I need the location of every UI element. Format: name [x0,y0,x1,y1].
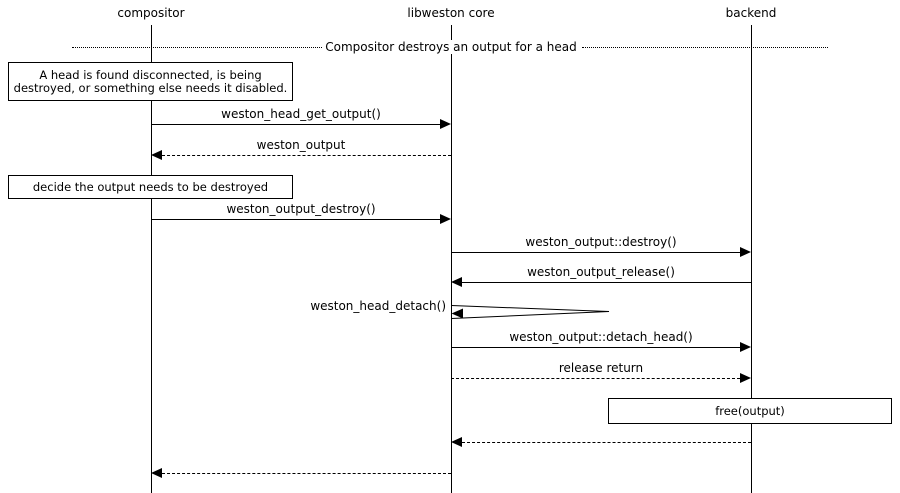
arrowhead-left-libweston-return [151,468,162,478]
message-line-weston-output-release [462,282,751,283]
message-line-weston-head-get-output [151,124,440,125]
participant-label-compositor: compositor [117,6,185,20]
lifeline-libweston-core [451,25,452,493]
message-line-weston-output-destroy-vfunc [451,252,740,253]
message-line-libweston-return [162,473,451,474]
section-divider-line-left [72,47,322,48]
message-line-release-return [451,378,740,379]
message-label-weston-output-detach-head: weston_output::detach_head() [507,330,695,344]
arrowhead-right-weston-output-destroy-vfunc [740,247,751,257]
arrowhead-left-backend-return [451,437,462,447]
arrowhead-left-weston-output-return [151,150,162,160]
message-line-backend-return [462,442,751,443]
participant-label-libweston-core: libweston core [407,6,495,20]
participant-label-backend: backend [725,6,777,20]
message-line-weston-output-destroy [151,219,440,220]
message-line-weston-output-return [162,155,451,156]
message-line-weston-output-detach-head [451,347,740,348]
message-label-weston-output-destroy-vfunc: weston_output::destroy() [523,235,679,249]
message-label-release-return: release return [556,361,646,375]
arrowhead-right-weston-output-destroy [440,214,451,224]
self-message-weston-head-detach [451,298,621,326]
lifeline-compositor [151,25,152,493]
message-label-weston-output-return: weston_output [254,138,348,152]
note-head-disconnected: A head is found disconnected, is being d… [8,62,293,101]
arrowhead-right-release-return [740,373,751,383]
arrowhead-right-weston-head-get-output [440,119,451,129]
message-label-weston-head-detach: weston_head_detach() [308,299,450,313]
message-label-weston-head-get-output: weston_head_get_output() [219,107,383,121]
arrowhead-left-weston-output-release [451,277,462,287]
message-label-weston-output-release: weston_output_release() [525,265,677,279]
section-divider-line-right [582,47,828,48]
note-decide-destroy: decide the output needs to be destroyed [8,175,293,199]
note-free-output: free(output) [608,398,892,424]
arrowhead-right-weston-output-detach-head [740,342,751,352]
lifeline-backend [751,25,752,493]
message-label-weston-output-destroy: weston_output_destroy() [224,202,378,216]
section-divider-label: Compositor destroys an output for a head [322,40,580,54]
